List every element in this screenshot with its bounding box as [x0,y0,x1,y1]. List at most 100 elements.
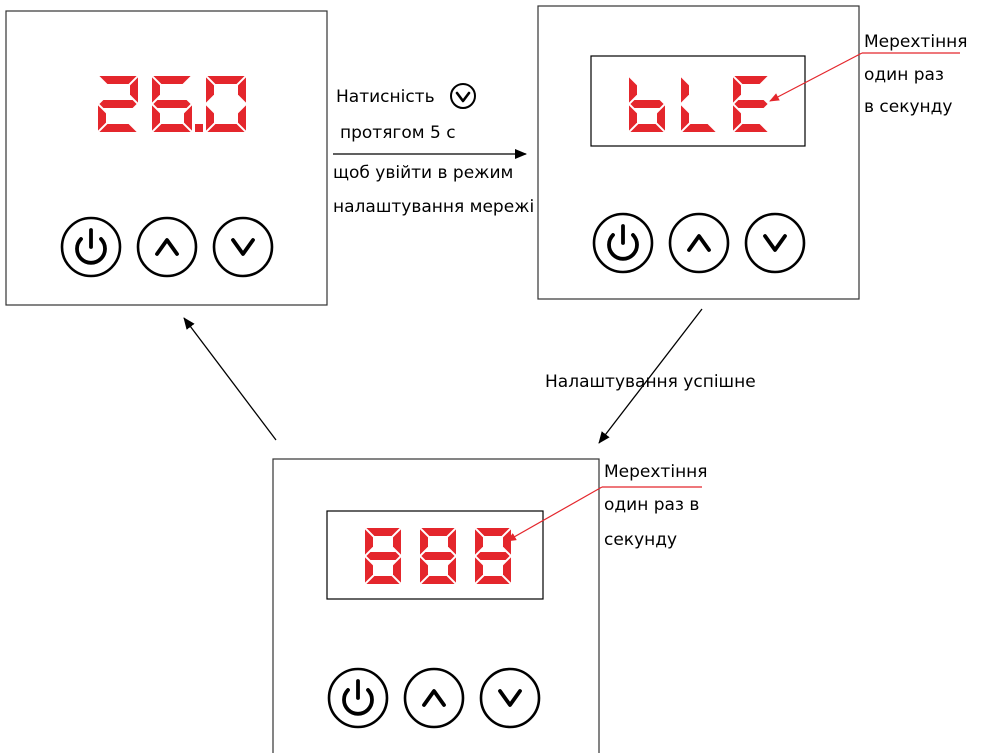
segment-g [734,100,768,108]
power-icon [342,679,374,716]
arrow-to-888 [598,308,703,444]
display-digit [152,76,192,132]
chevron-down-icon [498,689,522,707]
display-digit [420,528,456,584]
segment-b [393,529,401,555]
segment-e [681,105,689,131]
segment-e [206,105,214,131]
leader-arrow [506,486,603,542]
transition-text-line: Налаштування успішне [545,372,756,392]
power-button[interactable] [60,216,122,278]
segment-d [476,576,510,584]
display-digit [681,77,716,132]
segment-a [734,76,768,84]
segment-e [152,105,160,131]
panel-ble: Мерехтіння один раз в секунду [537,5,968,300]
up-button[interactable] [403,667,465,729]
segment-d [630,124,664,132]
segment-c [657,105,665,131]
blink-note-line: один раз [864,65,944,85]
chevron-down-icon [450,83,476,109]
power-button[interactable] [592,212,654,274]
segment-a [476,528,510,536]
segment-a [421,528,455,536]
transition-press-down: Натисність протягом 5 с щоб увійти в реж… [333,83,534,217]
down-button[interactable] [212,216,274,278]
segment-e [629,105,637,131]
segment-display-normal [98,76,246,132]
segment-f [206,77,214,103]
display-digit [629,77,665,132]
segment-b [238,77,246,103]
lcd-window-ble [590,55,806,147]
segment-e [420,557,428,583]
segment-e [365,557,373,583]
segment-d [682,124,716,132]
segment-d [734,124,768,132]
segment-g [366,552,400,560]
transition-text-line: протягом 5 с [340,123,456,143]
transition-text-line: щоб увійти в режим [333,163,513,183]
chevron-down-icon [763,234,787,252]
transition-text-line: налаштування мережі [333,197,534,217]
segment-c [238,105,246,131]
segment-g [630,100,664,108]
segment-b [448,529,456,555]
segment-d [366,576,400,584]
segment-d [207,124,245,132]
down-button[interactable] [744,212,806,274]
segment-c [448,557,456,583]
chevron-up-icon [155,238,179,256]
transition-text-line: Натисність [336,87,435,107]
segment-a [153,76,191,84]
segment-c [503,557,511,583]
blink-note-line: в секунду [864,97,953,117]
segment-d [99,124,137,132]
power-icon [75,228,107,265]
up-button[interactable] [136,216,198,278]
segment-g [99,100,137,108]
segment-d [421,576,455,584]
power-icon [607,224,639,261]
segment-e [98,105,106,131]
segment-g [476,552,510,560]
chevron-up-icon [422,689,446,707]
power-button[interactable] [327,667,389,729]
segment-f [152,77,160,103]
segment-d [153,124,191,132]
segment-display-ble [629,76,768,132]
blink-note-line: Мерехтіння [604,462,708,482]
segment-b [130,77,138,103]
panel-normal [5,10,328,306]
blink-note-line: секунду [604,530,677,550]
display-digit [98,76,138,132]
segment-f [629,77,637,103]
segment-c [393,557,401,583]
segment-f [733,77,741,103]
blink-note-ble: Мерехтіння один раз в секунду [769,32,968,117]
transition-success: Налаштування успішне [545,308,756,444]
chevron-up-icon [687,234,711,252]
transition-return [183,317,277,441]
segment-g [421,552,455,560]
display-digit [475,528,511,584]
segment-f [681,77,689,103]
segment-e [475,557,483,583]
leader-arrow [769,52,863,102]
segment-display-888 [365,528,511,584]
blink-note-line: один раз в [604,495,699,515]
segment-g [153,100,191,108]
segment-c [184,105,192,131]
segment-a [366,528,400,536]
segment-f [475,529,483,555]
blink-note-line: Мерехтіння [864,32,968,52]
segment-a [207,76,245,84]
segment-a [99,76,137,84]
segment-f [420,529,428,555]
display-digit [733,76,768,132]
decimal-point-segment [195,124,203,132]
down-button[interactable] [479,667,541,729]
up-button[interactable] [668,212,730,274]
panel-888: Мерехтіння один раз в секунду [272,458,708,753]
